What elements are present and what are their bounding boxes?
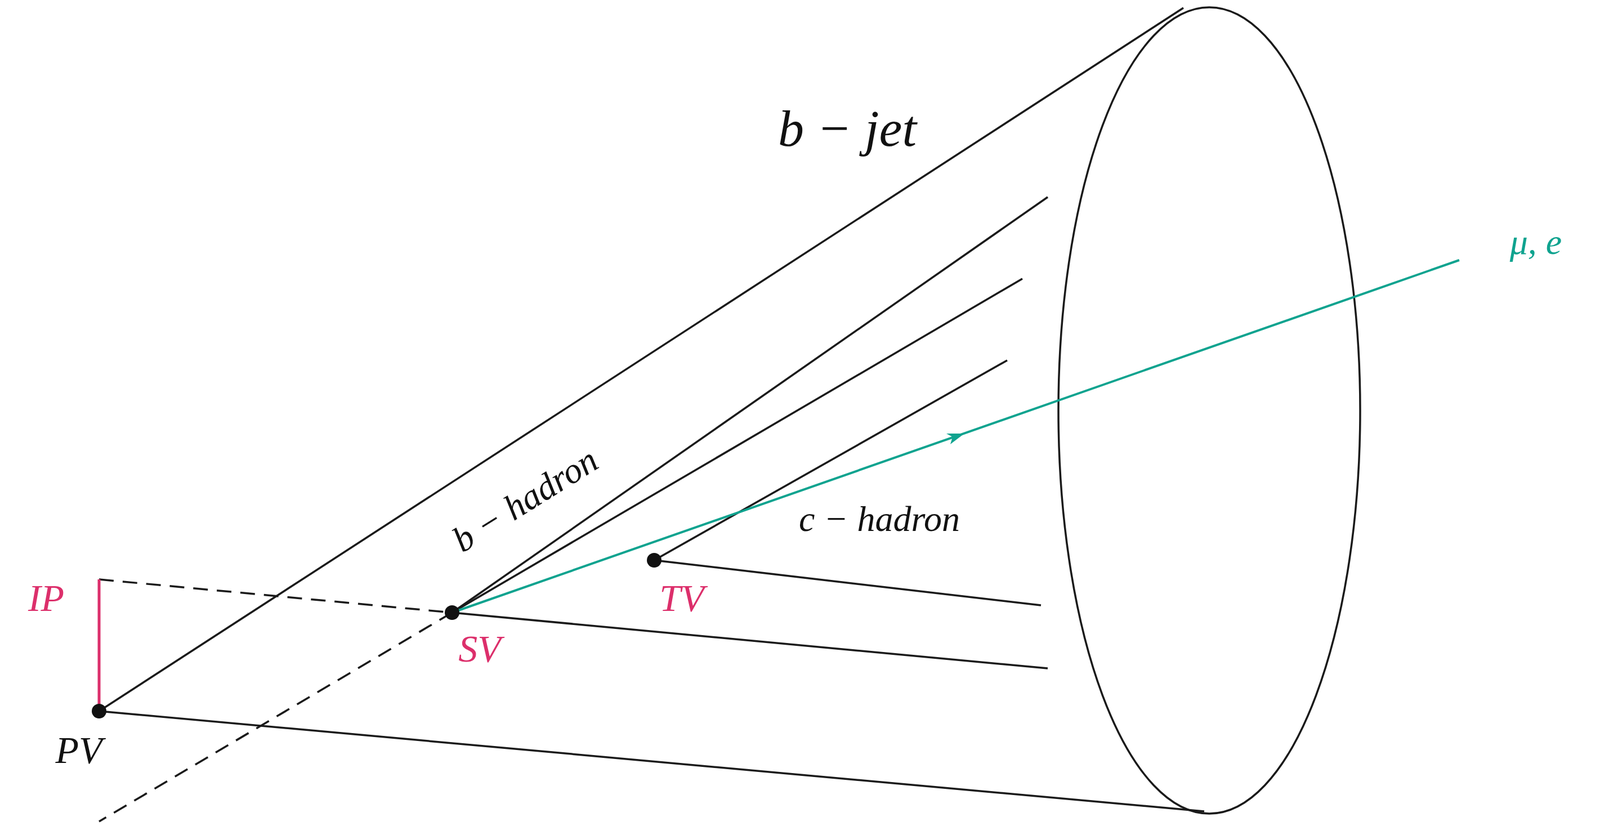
vertex-label: SV (456, 628, 504, 669)
ip-reference-line (99, 579, 453, 613)
c-hadron-label: c − hadron (796, 499, 963, 539)
lepton-arrowhead (946, 433, 965, 445)
track (452, 197, 1048, 613)
cone-mouth (1058, 7, 1361, 814)
b-hadron-label: b − hadron (444, 439, 607, 561)
cone-edge (99, 711, 1205, 812)
tertiary-vertex (646, 552, 662, 568)
track (654, 360, 1008, 561)
impact-parameter (97, 579, 101, 712)
dashed-lines (99, 579, 453, 822)
jet-cone (99, 7, 1361, 814)
cone-edge (99, 7, 1184, 712)
lepton-label: μ, e (1507, 222, 1565, 262)
tracks (452, 197, 1048, 669)
b-hadron-extrapolation (99, 612, 453, 822)
secondary-vertex (444, 605, 460, 620)
track (452, 612, 1048, 669)
vertex-label: TV (657, 577, 706, 619)
track (452, 278, 1023, 613)
primary-vertex (91, 703, 107, 719)
vertices (91, 552, 662, 719)
track (654, 560, 1041, 606)
vertex-label: PV (52, 729, 105, 771)
lepton-track (452, 260, 1460, 613)
jet-label: b − jet (775, 101, 919, 156)
impact-parameter-label: IP (25, 577, 67, 619)
